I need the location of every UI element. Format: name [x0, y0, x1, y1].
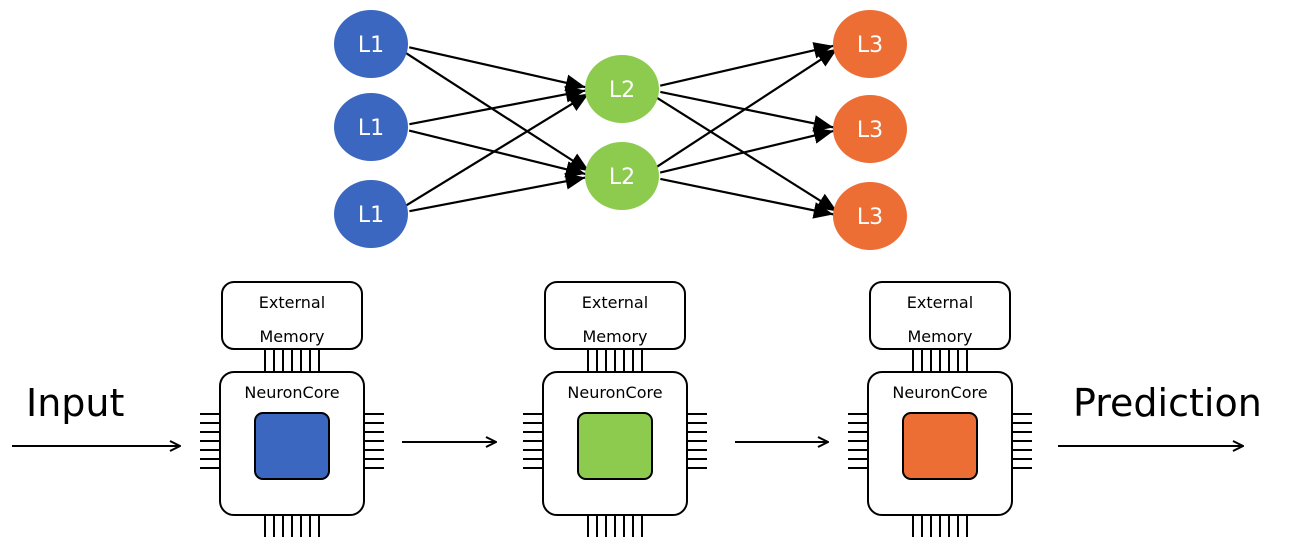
external-memory-label-line1: External	[907, 293, 973, 312]
node-l1-2-label: L1	[358, 116, 384, 141]
external-memory-label-line2: Memory	[907, 327, 972, 346]
neuroncore-pipeline: Input Prediction ExternalMemoryNeuronCor…	[12, 281, 1262, 537]
chip-pins	[523, 349, 707, 537]
node-l1-3: L1	[334, 180, 408, 248]
node-l3-2: L3	[833, 95, 907, 163]
node-l1-2: L1	[334, 93, 408, 161]
node-l1-1: L1	[334, 10, 408, 78]
prediction-label: Prediction	[1073, 381, 1262, 425]
node-l1-3-label: L1	[358, 203, 384, 228]
node-l3-2-label: L3	[857, 118, 883, 143]
node-l2-1: L2	[585, 55, 659, 123]
node-l1-1-circle	[334, 10, 408, 78]
external-memory-label-line2: Memory	[582, 327, 647, 346]
edge-l1-3-to-l2-1	[405, 92, 590, 207]
neuroncore-core	[254, 412, 330, 480]
edge-l2-1-to-l3-1	[659, 42, 834, 87]
node-l3-1-label: L3	[857, 33, 883, 58]
neuroncore-label: NeuronCore	[567, 383, 662, 402]
node-l2-2: L2	[585, 142, 659, 210]
neuroncore-label: NeuronCore	[892, 383, 987, 402]
edge-l2-2-to-l3-2	[659, 127, 834, 174]
node-l2-1-circle	[585, 55, 659, 123]
node-l3-2-circle	[833, 95, 907, 163]
external-memory-label-line1: External	[582, 293, 648, 312]
neuroncore-core	[577, 412, 653, 480]
node-l3-3-circle	[833, 182, 907, 250]
edge-l2-2-to-l3-1	[655, 47, 838, 169]
node-l1-1-label: L1	[358, 33, 384, 58]
chip-pins	[848, 349, 1032, 537]
node-l2-1-label: L2	[609, 78, 635, 103]
neuroncore-core	[902, 412, 978, 480]
edge-l1-1-to-l2-2	[404, 51, 590, 173]
input-label: Input	[26, 381, 124, 425]
node-l1-3-circle	[334, 180, 408, 248]
edge-l1-1-to-l2-1	[408, 46, 586, 91]
network-edges	[404, 42, 838, 219]
edge-l1-2-to-l2-1	[409, 86, 586, 126]
node-l2-2-circle	[585, 142, 659, 210]
node-l3-1: L3	[833, 10, 907, 78]
node-l1-2-circle	[334, 93, 408, 161]
node-l3-1-circle	[833, 10, 907, 78]
neuroncore-label: NeuronCore	[244, 383, 339, 402]
external-memory-label-line1: External	[259, 293, 325, 312]
node-l3-3-label: L3	[857, 205, 883, 230]
edge-l2-2-to-l3-3	[660, 177, 834, 219]
external-memory-label-line2: Memory	[259, 327, 324, 346]
edge-l1-2-to-l2-2	[408, 129, 586, 178]
edge-l2-1-to-l3-3	[655, 96, 838, 213]
node-l2-2-label: L2	[609, 165, 635, 190]
edge-l2-1-to-l3-2	[660, 90, 834, 132]
chip-pins	[200, 349, 384, 537]
node-l3-3: L3	[833, 182, 907, 250]
edge-l1-3-to-l2-2	[409, 173, 586, 213]
